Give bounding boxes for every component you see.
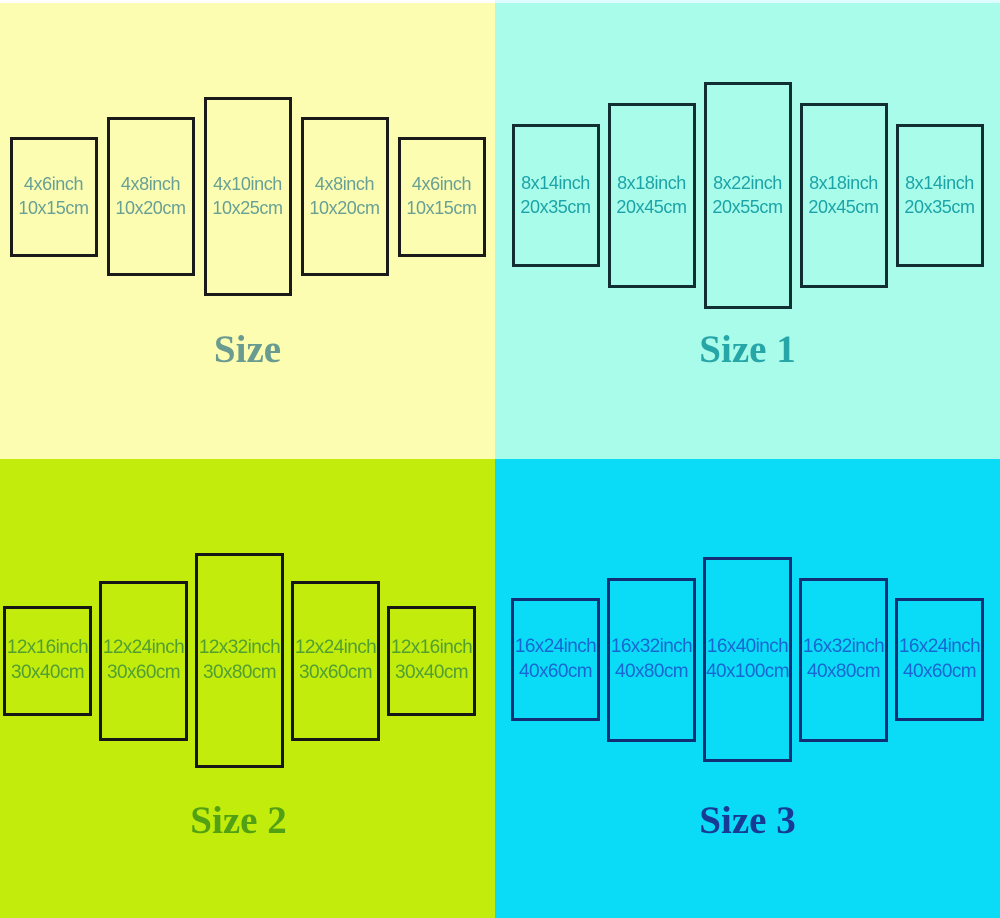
panel-size-cm: 10x20cm [115,197,186,218]
panel-size-cm: 30x60cm [299,661,373,683]
panel-size-cm: 40x80cm [615,660,689,682]
canvas-panel: 12x24inch 30x60cm [99,580,188,741]
quadrant-size-3: 16x24inch 40x60cm 16x32inch 40x80cm 16x4… [495,459,1000,918]
panel-size-cm: 30x40cm [11,661,85,683]
canvas-panel: 4x8inch 10x20cm [300,117,389,276]
panel-size-inch: 8x22inch [713,173,782,194]
panel-size-inch: 16x32inch [802,635,885,657]
top-strip [0,0,495,3]
panel-size-inch: 16x24inch [898,635,981,657]
panel-size-inch: 4x8inch [314,174,375,195]
quadrant-size-2: 12x16inch 30x40cm 12x24inch 30x60cm 12x3… [0,459,495,918]
canvas-panel: 4x6inch 10x15cm [9,136,98,257]
panel-size-inch: 12x32inch [198,636,281,658]
canvas-panel: 16x32inch 40x80cm [607,577,696,742]
panel-size-inch: 4x6inch [411,174,472,195]
panel-size-cm: 40x80cm [807,660,881,682]
canvas-panel: 12x16inch 30x40cm [3,605,92,716]
canvas-panel: 16x24inch 40x60cm [511,598,600,721]
panel-size-cm: 20x55cm [712,196,783,217]
canvas-panel: 12x24inch 30x60cm [291,580,380,741]
canvas-panel: 4x6inch 10x15cm [397,136,486,257]
panel-size-cm: 40x60cm [519,660,593,682]
panel-size-cm: 20x35cm [904,196,975,217]
panel-size-cm: 40x100cm [706,660,789,682]
panel-size-cm: 20x35cm [520,196,591,217]
canvas-panel: 8x18inch 20x45cm [607,103,696,288]
canvas-panel: 4x10inch 10x25cm [203,97,292,296]
panel-size-cm: 10x20cm [309,197,380,218]
panel-size-inch: 4x10inch [213,174,282,195]
panel-size-inch: 16x40inch [706,635,789,657]
panel-size-inch: 8x14inch [905,173,974,194]
panel-size-cm: 10x15cm [406,197,477,218]
panel-size-cm: 30x80cm [203,661,277,683]
quadrant-title: Size 3 [699,799,796,842]
quadrant-title: Size [213,328,282,371]
panel-size-inch: 8x14inch [521,173,590,194]
panel-size-cm: 30x40cm [395,661,469,683]
quadrant-title: Size 2 [190,799,287,842]
canvas-panel: 16x24inch 40x60cm [895,598,984,721]
panel-size-inch: 12x24inch [294,636,377,658]
canvas-panel: 12x16inch 30x40cm [387,605,476,716]
panel-size-inch: 8x18inch [617,173,686,194]
panel-size-inch: 16x32inch [610,635,693,657]
panel-size-inch: 4x6inch [23,174,84,195]
quadrant-size: 4x6inch 10x15cm 4x8inch 10x20cm 4x10inch… [0,0,495,459]
canvas-panel: 12x32inch 30x80cm [195,553,284,768]
canvas-panel: 8x14inch 20x35cm [511,124,600,267]
panel-size-inch: 4x8inch [120,174,181,195]
panel-row: 4x6inch 10x15cm 4x8inch 10x20cm 4x10inch… [0,97,495,296]
canvas-panel: 8x22inch 20x55cm [703,82,792,309]
panel-row: 16x24inch 40x60cm 16x32inch 40x80cm 16x4… [495,557,1000,762]
panel-size-inch: 12x24inch [102,636,185,658]
canvas-panel: 8x14inch 20x35cm [895,124,984,267]
top-strip [495,0,1000,3]
canvas-panel: 4x8inch 10x20cm [106,117,195,276]
panel-size-inch: 12x16inch [6,636,89,658]
panel-size-cm: 20x45cm [808,196,879,217]
panel-size-cm: 40x60cm [903,660,977,682]
panel-size-cm: 20x45cm [616,196,687,217]
canvas-panel: 16x32inch 40x80cm [799,577,888,742]
canvas-panel: 16x40inch 40x100cm [703,557,792,762]
canvas-panel: 8x18inch 20x45cm [799,103,888,288]
panel-size-inch: 16x24inch [514,635,597,657]
panel-row: 8x14inch 20x35cm 8x18inch 20x45cm 8x22in… [495,82,1000,309]
panel-size-inch: 12x16inch [390,636,473,658]
panel-row: 12x16inch 30x40cm 12x24inch 30x60cm 12x3… [0,553,487,768]
panel-size-cm: 10x25cm [212,197,283,218]
panel-size-cm: 30x60cm [107,661,181,683]
quadrant-title: Size 1 [699,328,796,371]
quadrant-size-1: 8x14inch 20x35cm 8x18inch 20x45cm 8x22in… [495,0,1000,459]
panel-size-cm: 10x15cm [18,197,89,218]
panel-size-inch: 8x18inch [809,173,878,194]
